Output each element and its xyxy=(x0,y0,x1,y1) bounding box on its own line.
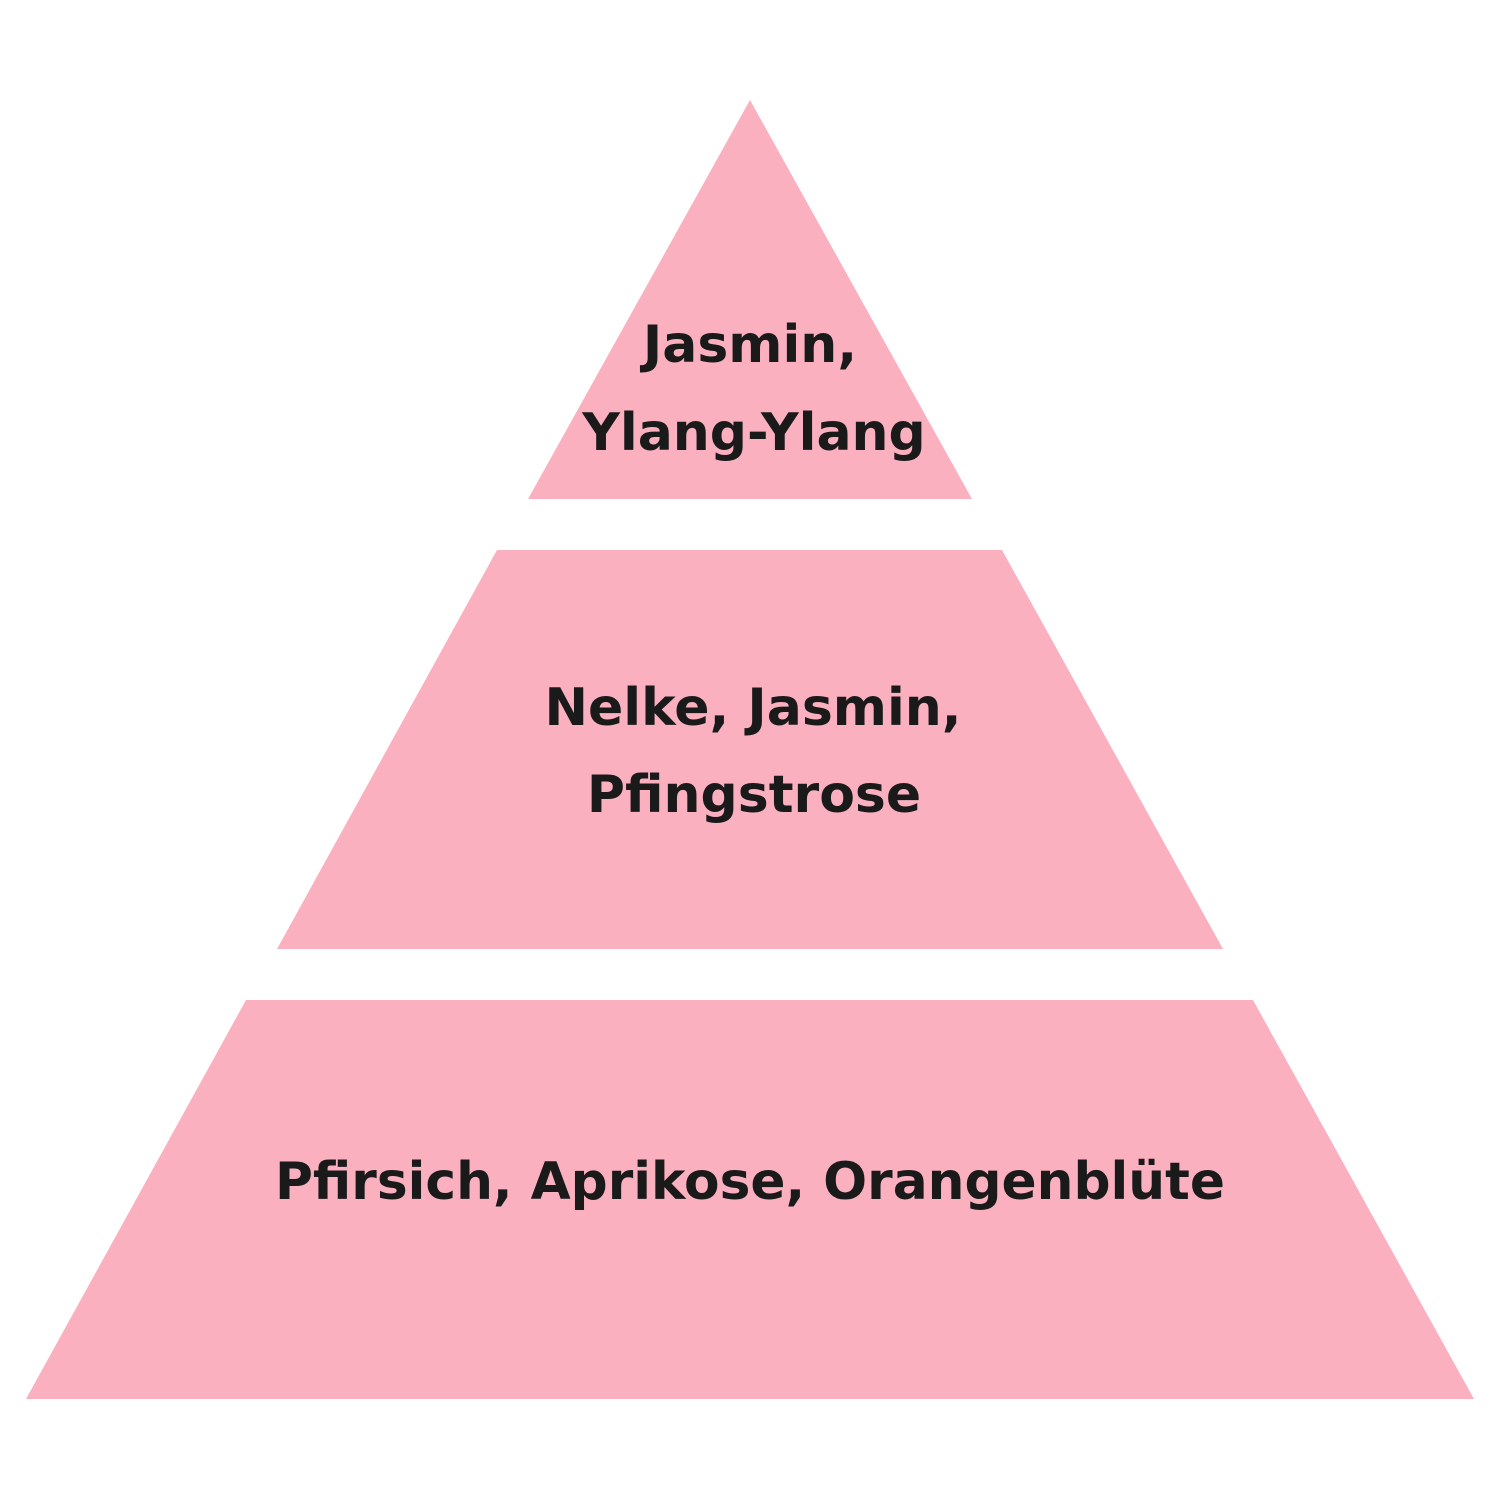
tier-top-shape xyxy=(528,100,972,499)
tier-top-line-2: Ylang-Ylang xyxy=(581,403,926,463)
tier-middle-line-2: Pfingstrose xyxy=(587,765,921,825)
pyramid-tier-middle: Nelke, Jasmin, Pfingstrose xyxy=(277,550,1223,949)
tier-top-line-1: Jasmin, xyxy=(640,315,857,375)
pyramid-tier-bottom: Pfirsich, Aprikose, Orangenblüte xyxy=(26,1000,1474,1399)
tier-bottom-line-1: Pfirsich, Aprikose, Orangenblüte xyxy=(275,1152,1225,1212)
pyramid-tier-top: Jasmin, Ylang-Ylang xyxy=(528,100,972,499)
tier-bottom-shape xyxy=(26,1000,1474,1399)
tier-middle-shape xyxy=(277,550,1223,949)
tier-middle-line-1: Nelke, Jasmin, xyxy=(544,678,961,738)
